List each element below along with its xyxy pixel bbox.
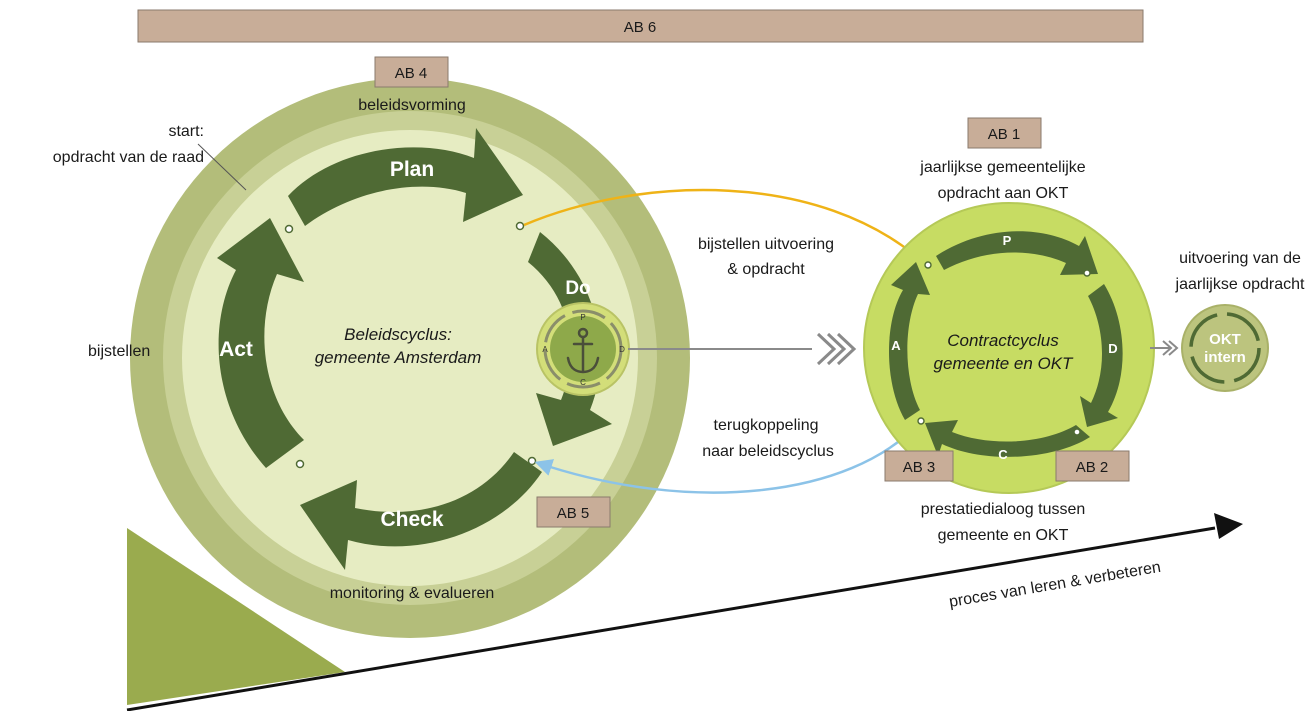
plan-arrow xyxy=(288,128,523,226)
contract-top-line2: opdracht aan OKT xyxy=(938,185,1069,202)
okt-above-line2: jaarlijkse opdracht xyxy=(1175,276,1306,293)
ab2-box xyxy=(1055,450,1130,482)
anchor-letter-p: P xyxy=(580,313,585,322)
anchor-letter-d: D xyxy=(619,345,625,354)
contract-center-line1: Contractcyclus xyxy=(947,331,1059,350)
ab6-box xyxy=(137,9,1144,43)
policy-top-label: beleidsvorming xyxy=(358,97,466,114)
ab6-label: AB 6 xyxy=(624,19,657,36)
contract-dot-p xyxy=(1083,269,1091,277)
policy-dot-plan-end xyxy=(515,221,525,231)
adjust-arrow xyxy=(523,188,927,266)
policy-dot-check-end xyxy=(295,459,305,469)
policy-center-line1: Beleidscyclus: xyxy=(344,325,452,344)
contract-center-line2: gemeente en OKT xyxy=(934,354,1075,373)
start-label-line2: opdracht van de raad xyxy=(53,149,204,166)
adjust-label-line2: & opdracht xyxy=(727,261,805,278)
contract-a-label: A xyxy=(891,338,901,353)
okt-disc xyxy=(1181,304,1269,392)
plan-label: Plan xyxy=(390,158,434,181)
anchor-letter-a: A xyxy=(542,345,548,354)
learning-triangle xyxy=(127,528,345,705)
contract-c-label: C xyxy=(998,447,1008,462)
anchor-letter-c: C xyxy=(580,378,586,387)
contract-c-arrow xyxy=(925,420,1090,457)
okt-chevrons xyxy=(1162,340,1179,356)
ab4-label: AB 4 xyxy=(395,65,428,82)
ab2-label: AB 2 xyxy=(1076,459,1109,476)
contract-dot-a xyxy=(924,261,932,269)
policy-left-label: bijstellen xyxy=(88,343,150,360)
ab1-box xyxy=(967,117,1042,149)
check-label: Check xyxy=(380,508,443,531)
contract-d-arrow xyxy=(1080,284,1123,427)
check-arrow xyxy=(300,452,542,570)
ab1-label: AB 1 xyxy=(988,126,1021,143)
contract-dot-d xyxy=(1073,428,1081,436)
policy-center-line2: gemeente Amsterdam xyxy=(315,348,482,367)
adjust-label-line1: bijstellen uitvoering xyxy=(698,236,834,253)
act-label: Act xyxy=(219,338,253,361)
policy-dot-plan-start xyxy=(284,224,294,234)
do-label: Do xyxy=(565,278,590,299)
contract-dot-c xyxy=(917,417,925,425)
okt-line2: intern xyxy=(1204,349,1246,366)
contract-bottom-line1: prestatiedialoog tussen xyxy=(921,501,1086,518)
ab3-label: AB 3 xyxy=(903,459,936,476)
ab5-box xyxy=(536,496,611,528)
anchor-ring xyxy=(543,309,623,389)
contract-top-line1: jaarlijkse gemeentelijke xyxy=(919,159,1086,176)
start-label-line1: start: xyxy=(168,123,204,140)
contract-d-label: D xyxy=(1108,341,1117,356)
chevrons xyxy=(816,332,857,366)
contract-bottom-line2: gemeente en OKT xyxy=(938,527,1069,544)
okt-above-line1: uitvoering van de xyxy=(1179,250,1301,267)
okt-line1: OKT xyxy=(1209,331,1241,348)
contract-p-label: P xyxy=(1003,233,1012,248)
act-arrow xyxy=(217,218,304,468)
contract-a-arrow xyxy=(888,262,930,420)
ab3-box xyxy=(884,450,954,482)
anchor-icon xyxy=(566,327,600,374)
feedback-label-line1: terugkoppeling xyxy=(714,417,819,434)
okt-ring xyxy=(1189,312,1261,384)
ab4-box xyxy=(374,56,449,88)
ab5-label: AB 5 xyxy=(557,505,590,522)
contract-p-arrow xyxy=(936,231,1098,275)
start-pointer xyxy=(197,143,247,191)
feedback-label-line2: naar beleidscyclus xyxy=(702,443,834,460)
learning-arrow-line xyxy=(126,526,1216,711)
feedback-arrow xyxy=(534,422,920,494)
policy-dot-do-end xyxy=(527,456,537,466)
learning-arrow-head xyxy=(1214,513,1243,539)
policy-bottom-label: monitoring & evalueren xyxy=(330,585,495,602)
